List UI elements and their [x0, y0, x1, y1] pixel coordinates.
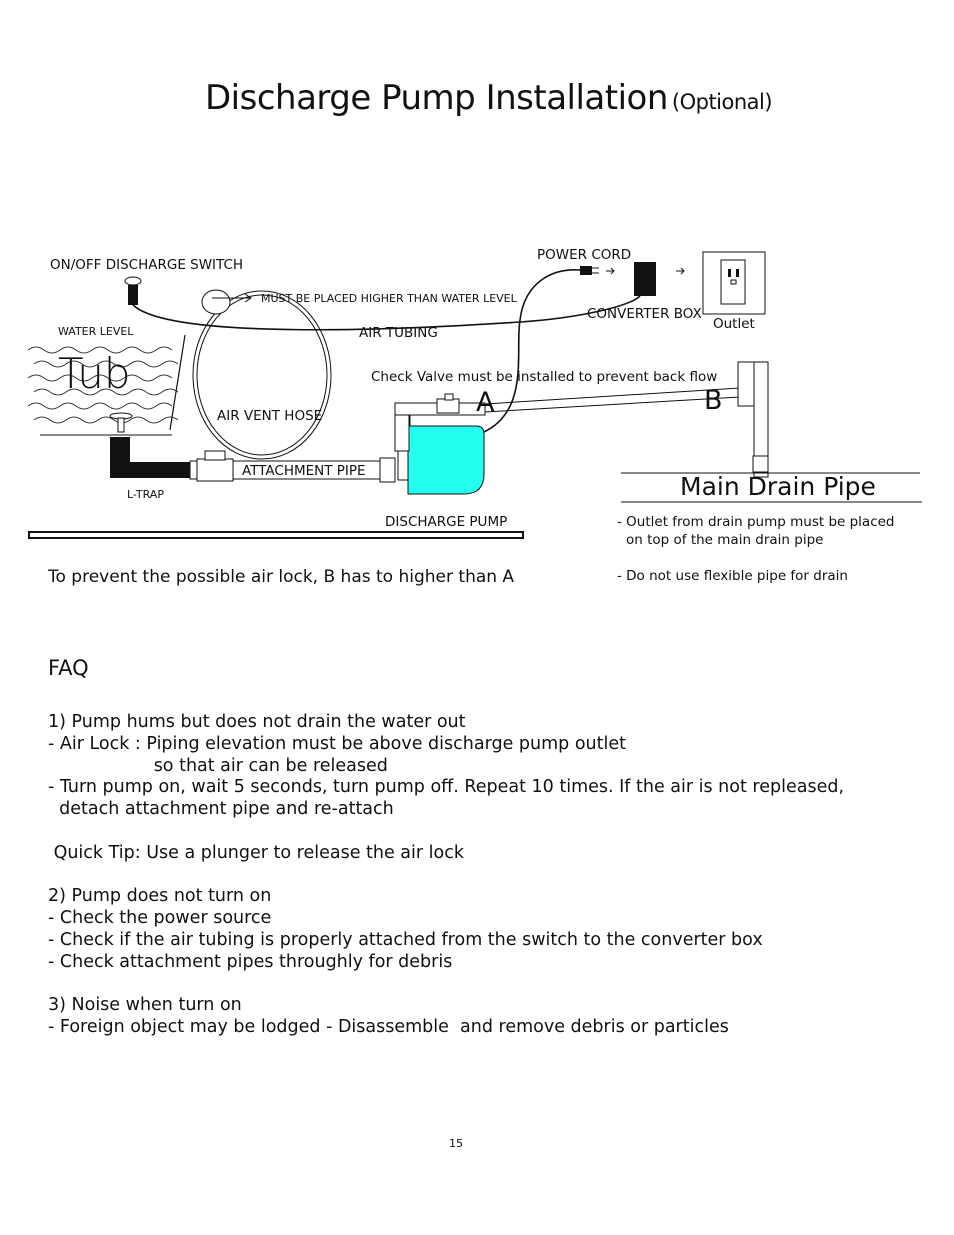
note-air-lock-warning: To prevent the possible air lock, B has …	[48, 567, 515, 587]
label-attachment-pipe: ATTACHMENT PIPE	[242, 463, 366, 479]
faq-line: - Check if the air tubing is properly at…	[48, 930, 763, 950]
label-l-trap: L-TRAP	[127, 488, 164, 501]
label-main-drain-pipe: Main Drain Pipe	[680, 472, 876, 501]
faq-line: 1) Pump hums but does not drain the wate…	[48, 712, 466, 732]
discharge-pump	[407, 425, 485, 495]
label-outlet: Outlet	[713, 316, 755, 332]
switch-button	[124, 276, 142, 286]
label-on-off-switch: ON/OFF DISCHARGE SWITCH	[50, 257, 244, 273]
label-must-be-placed: MUST BE PLACED HIGHER THAN WATER LEVEL	[261, 292, 517, 305]
title-main: Discharge Pump Installation	[205, 78, 668, 118]
label-air-vent-hose: AIR VENT HOSE	[217, 408, 323, 424]
converter-box	[634, 262, 656, 296]
tub-wall	[169, 334, 186, 431]
page-title: Discharge Pump Installation(Optional)	[205, 78, 773, 118]
label-water-level: WATER LEVEL	[58, 325, 134, 338]
air-vent-cap	[201, 289, 231, 315]
installation-diagram	[27, 251, 922, 539]
faq-line: Quick Tip: Use a plunger to release the …	[48, 843, 464, 863]
label-point-b: B	[704, 385, 723, 416]
faq-heading: FAQ	[48, 656, 89, 680]
faq-line: 3) Noise when turn on	[48, 995, 242, 1015]
water-waves	[27, 346, 179, 424]
floor-line	[28, 531, 524, 539]
label-power-cord: POWER CORD	[537, 247, 632, 263]
label-converter-box: CONVERTER BOX	[587, 306, 702, 322]
air-tubing	[132, 295, 641, 331]
faq-line: - Foreign object may be lodged - Disasse…	[48, 1017, 729, 1037]
faq-line: - Turn pump on, wait 5 seconds, turn pum…	[48, 777, 845, 797]
page-number: 15	[449, 1137, 463, 1150]
note-no-flexible-pipe: - Do not use flexible pipe for drain	[617, 568, 848, 584]
faq-line: detach attachment pipe and re-attach	[48, 799, 394, 819]
faq-line: - Check attachment pipes throughly for d…	[48, 952, 453, 972]
label-point-a: A	[476, 387, 495, 418]
faq-line: so that air can be released	[48, 756, 388, 776]
switch-body	[128, 285, 138, 305]
drain-line	[484, 387, 741, 413]
faq-line: - Air Lock : Piping elevation must be ab…	[48, 734, 626, 754]
label-discharge-pump: DISCHARGE PUMP	[385, 514, 508, 530]
check-valve	[436, 398, 460, 414]
label-check-valve: Check Valve must be installed to prevent…	[371, 369, 718, 385]
label-tub: Tub	[58, 349, 131, 398]
label-air-tubing: AIR TUBING	[359, 325, 438, 341]
faq-line: 2) Pump does not turn on	[48, 886, 272, 906]
power-cord	[483, 269, 581, 433]
faq-line: - Check the power source	[48, 908, 272, 928]
note-outlet-placement-1: - Outlet from drain pump must be placed	[617, 514, 895, 530]
title-optional: (Optional)	[671, 90, 773, 114]
note-outlet-placement-2: on top of the main drain pipe	[626, 532, 824, 548]
